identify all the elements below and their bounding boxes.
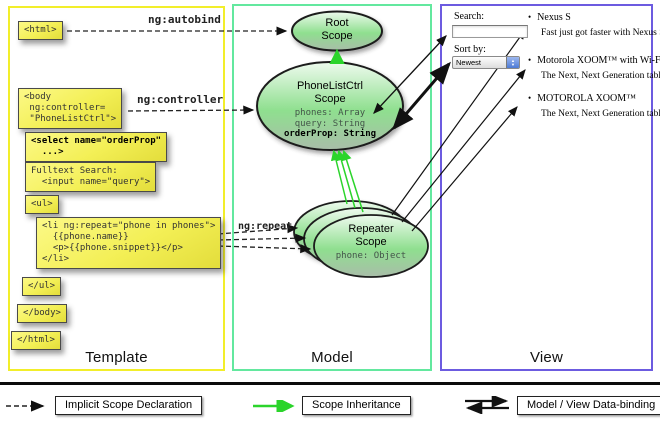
code-body-close: </body>: [17, 304, 67, 323]
code-ul-close: </ul>: [22, 277, 62, 296]
phone-list-item: •MOTOROLA XOOM™ The Next, Next Generatio…: [528, 93, 660, 119]
code-select: <select name="orderProp" ...>: [25, 132, 168, 162]
bullet-icon: •: [528, 12, 532, 22]
ng-controller-label: ng:controller: [137, 93, 224, 106]
sort-by-label: Sort by:: [454, 44, 486, 55]
model-column: Model: [232, 4, 432, 371]
phone-list-item: •Nexus S Fast just got faster with Nexus…: [528, 12, 660, 38]
ng-autobind-label: ng:autobind: [148, 13, 221, 26]
model-column-label: Model: [311, 349, 353, 366]
phonelistctrl-scope-text: PhoneListCtrl Scope phones: Array query:…: [283, 80, 377, 139]
bullet-icon: •: [528, 93, 532, 103]
view-column-label: View: [529, 349, 564, 366]
search-input[interactable]: [452, 25, 528, 38]
dashed-arrow-icon: [6, 400, 45, 412]
sort-select-value: Newest: [456, 58, 482, 67]
root-scope-text: Root Scope: [321, 17, 353, 42]
code-ul-open: <ul>: [25, 195, 59, 214]
search-label: Search:: [454, 11, 484, 22]
code-fulltext-search: Fulltext Search: <input name="query">: [25, 162, 157, 192]
code-li-repeat: <li ng:repeat="phone in phones"> {{phone…: [36, 217, 222, 269]
code-body-open: <body ng:controller= "PhoneListCtrl">: [18, 88, 123, 129]
bullet-icon: •: [528, 55, 532, 65]
ng-repeat-label: ng:repeat: [238, 221, 293, 232]
phone-list-item: •Motorola XOOM™ with Wi-Fi The Next, Nex…: [528, 55, 660, 81]
legend-scope-inheritance: Scope Inheritance: [302, 396, 411, 415]
green-arrow-icon: [253, 400, 295, 412]
code-html-close: </html>: [11, 331, 61, 350]
legend-data-binding: Model / View Data-binding: [517, 396, 660, 415]
sort-select[interactable]: Newest ▲▼: [452, 56, 520, 69]
code-html-open: <html>: [18, 21, 63, 40]
select-stepper-icon: ▲▼: [506, 57, 519, 68]
legend-implicit-scope: Implicit Scope Declaration: [55, 396, 203, 415]
double-arrow-icon: [465, 396, 509, 414]
legend-divider: [0, 382, 660, 385]
template-column-label: Template: [85, 349, 148, 366]
repeater-scope-text: Repeater Scope phone: Object: [335, 223, 407, 261]
